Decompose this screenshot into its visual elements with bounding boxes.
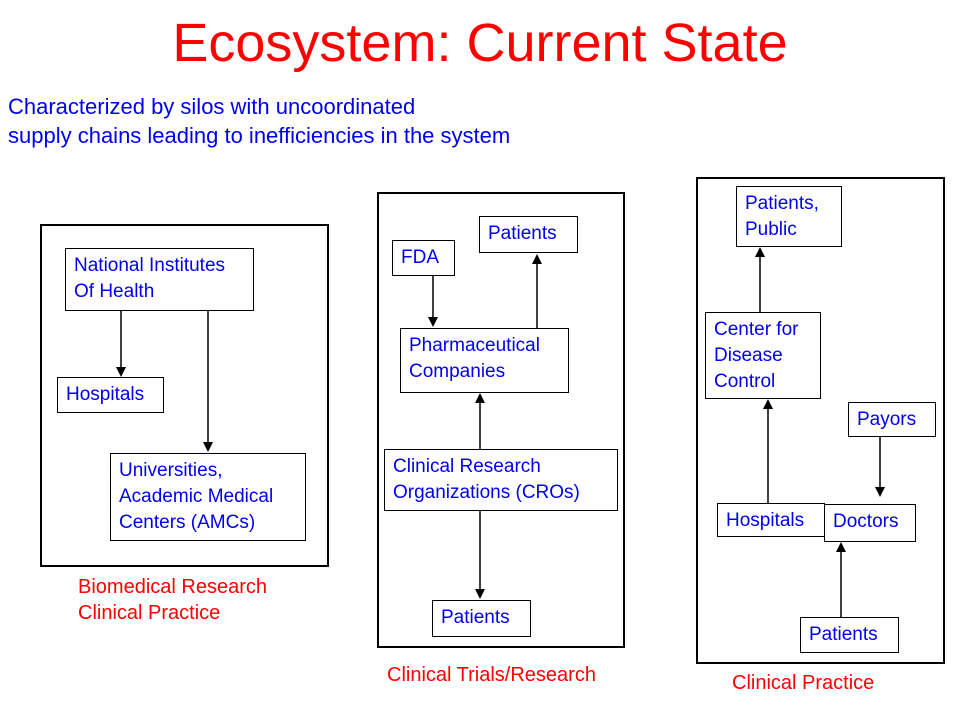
group-rect-clinical-practice	[696, 177, 945, 664]
node-national-institutes-of-health: National Institutes Of Health	[65, 248, 254, 311]
node-clinical-research-organizations: Clinical Research Organizations (CROs)	[384, 449, 618, 511]
node-patients-bottom: Patients	[432, 600, 531, 637]
node-patients-top: Patients	[479, 216, 578, 253]
node-payors: Payors	[848, 402, 936, 437]
group-rect-biomedical-research	[40, 224, 329, 567]
node-center-for-disease-control: Center for Disease Control	[705, 312, 821, 399]
label-biomedical-research-clinical-practice: Biomedical Research Clinical Practice	[78, 576, 267, 624]
group-rect-clinical-trials	[377, 192, 625, 648]
slide-subtitle: Characterized by silos with uncoordinate…	[8, 94, 511, 148]
node-patients-right: Patients	[800, 617, 899, 653]
node-hospitals-right: Hospitals	[717, 503, 825, 537]
node-hospitals-left: Hospitals	[57, 377, 164, 413]
label-clinical-trials-research: Clinical Trials/Research	[387, 664, 596, 686]
node-patients-public: Patients, Public	[736, 186, 842, 247]
node-pharmaceutical-companies: Pharmaceutical Companies	[400, 328, 569, 393]
node-fda: FDA	[392, 240, 455, 276]
slide-title: Ecosystem: Current State	[172, 13, 788, 73]
node-doctors: Doctors	[824, 504, 916, 542]
node-universities-amcs: Universities, Academic Medical Centers (…	[110, 453, 306, 541]
label-clinical-practice: Clinical Practice	[732, 672, 875, 694]
